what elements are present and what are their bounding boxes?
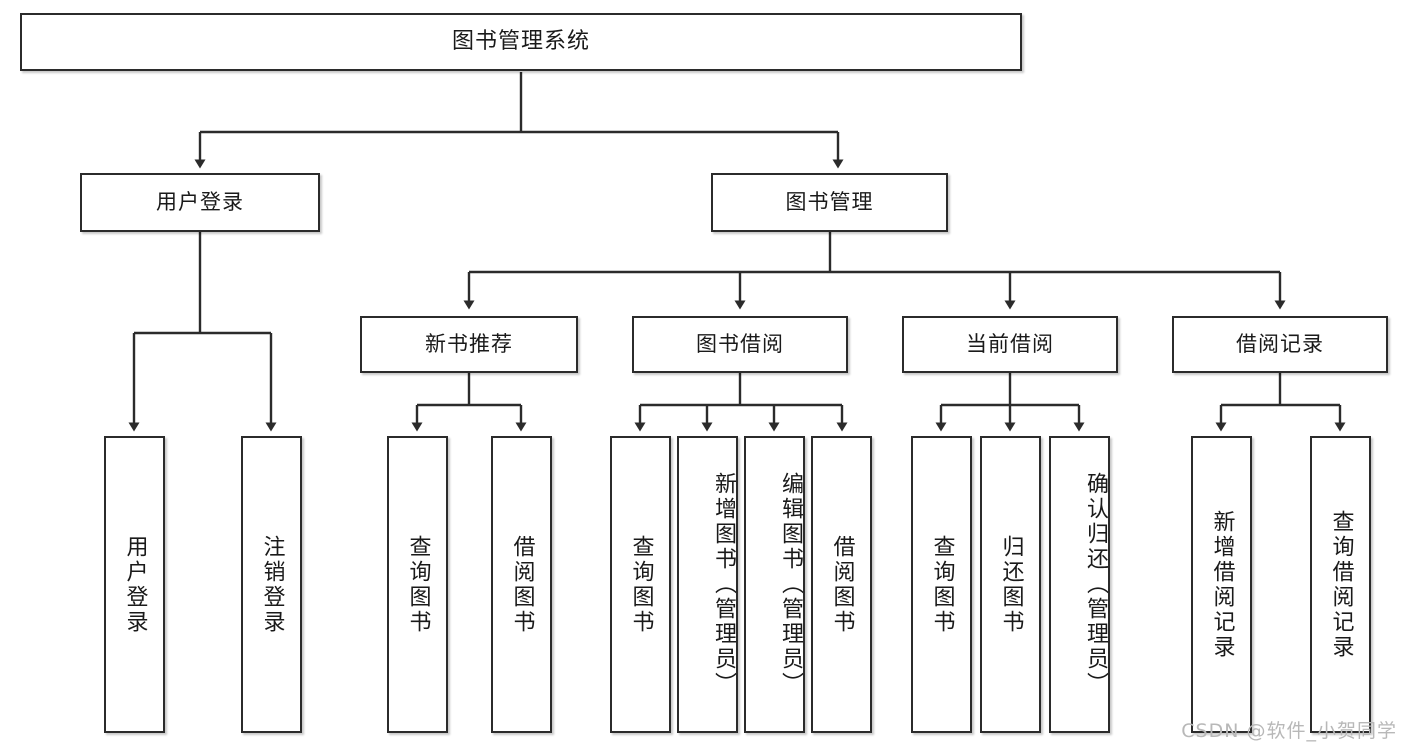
leaf-borrow-book-1[interactable]: 借阅图书 [491, 436, 552, 733]
leaf-logout-login[interactable]: 注销登录 [241, 436, 302, 733]
node-label: 借阅图书 [509, 534, 535, 635]
leaf-return-book[interactable]: 归还图书 [980, 436, 1041, 733]
node-label: 查询借阅记录 [1328, 509, 1354, 660]
node-label: 查询图书 [405, 534, 431, 635]
node-label: 注销登录 [259, 534, 285, 635]
node-label: 当前借阅 [966, 331, 1054, 356]
watermark: CSDN @软件_小贺同学 [1181, 720, 1397, 742]
node-label: 查询图书 [628, 534, 654, 635]
node-label: 查询图书 [929, 534, 955, 635]
node-label: 编辑图书（管理员） [778, 472, 803, 697]
node-label: 新书推荐 [425, 331, 513, 356]
node-label: 新增借阅记录 [1209, 509, 1235, 660]
node-label: 图书管理系统 [451, 28, 590, 54]
leaf-query-book-3[interactable]: 查询图书 [911, 436, 972, 733]
node-label: 用户登录 [122, 534, 148, 635]
leaf-query-book-2[interactable]: 查询图书 [610, 436, 671, 733]
node-label: 用户登录 [156, 189, 244, 214]
node-label: 确认归还（管理员） [1083, 472, 1108, 697]
node-current-borrow[interactable]: 当前借阅 [902, 316, 1118, 373]
leaf-user-login[interactable]: 用户登录 [104, 436, 165, 733]
node-label: 图书借阅 [696, 331, 784, 356]
node-book-borrow[interactable]: 图书借阅 [632, 316, 848, 373]
node-new-book-recommend[interactable]: 新书推荐 [360, 316, 578, 373]
leaf-query-book-1[interactable]: 查询图书 [387, 436, 448, 733]
node-user-login[interactable]: 用户登录 [80, 173, 320, 232]
node-label: 借阅记录 [1236, 331, 1324, 356]
leaf-query-borrow-record[interactable]: 查询借阅记录 [1310, 436, 1371, 733]
node-label: 图书管理 [785, 189, 874, 214]
leaf-add-book-admin[interactable]: 新增图书（管理员） [677, 436, 738, 733]
leaf-edit-book-admin[interactable]: 编辑图书（管理员） [744, 436, 805, 733]
leaf-add-borrow-record[interactable]: 新增借阅记录 [1191, 436, 1252, 733]
node-borrow-record[interactable]: 借阅记录 [1172, 316, 1388, 373]
leaf-borrow-book-2[interactable]: 借阅图书 [811, 436, 872, 733]
leaf-confirm-return-admin[interactable]: 确认归还（管理员） [1049, 436, 1110, 733]
node-book-manage[interactable]: 图书管理 [711, 173, 948, 232]
node-label: 新增图书（管理员） [711, 472, 736, 697]
node-label: 归还图书 [998, 534, 1024, 635]
node-label: 借阅图书 [829, 534, 855, 635]
node-root-system[interactable]: 图书管理系统 [20, 13, 1022, 71]
